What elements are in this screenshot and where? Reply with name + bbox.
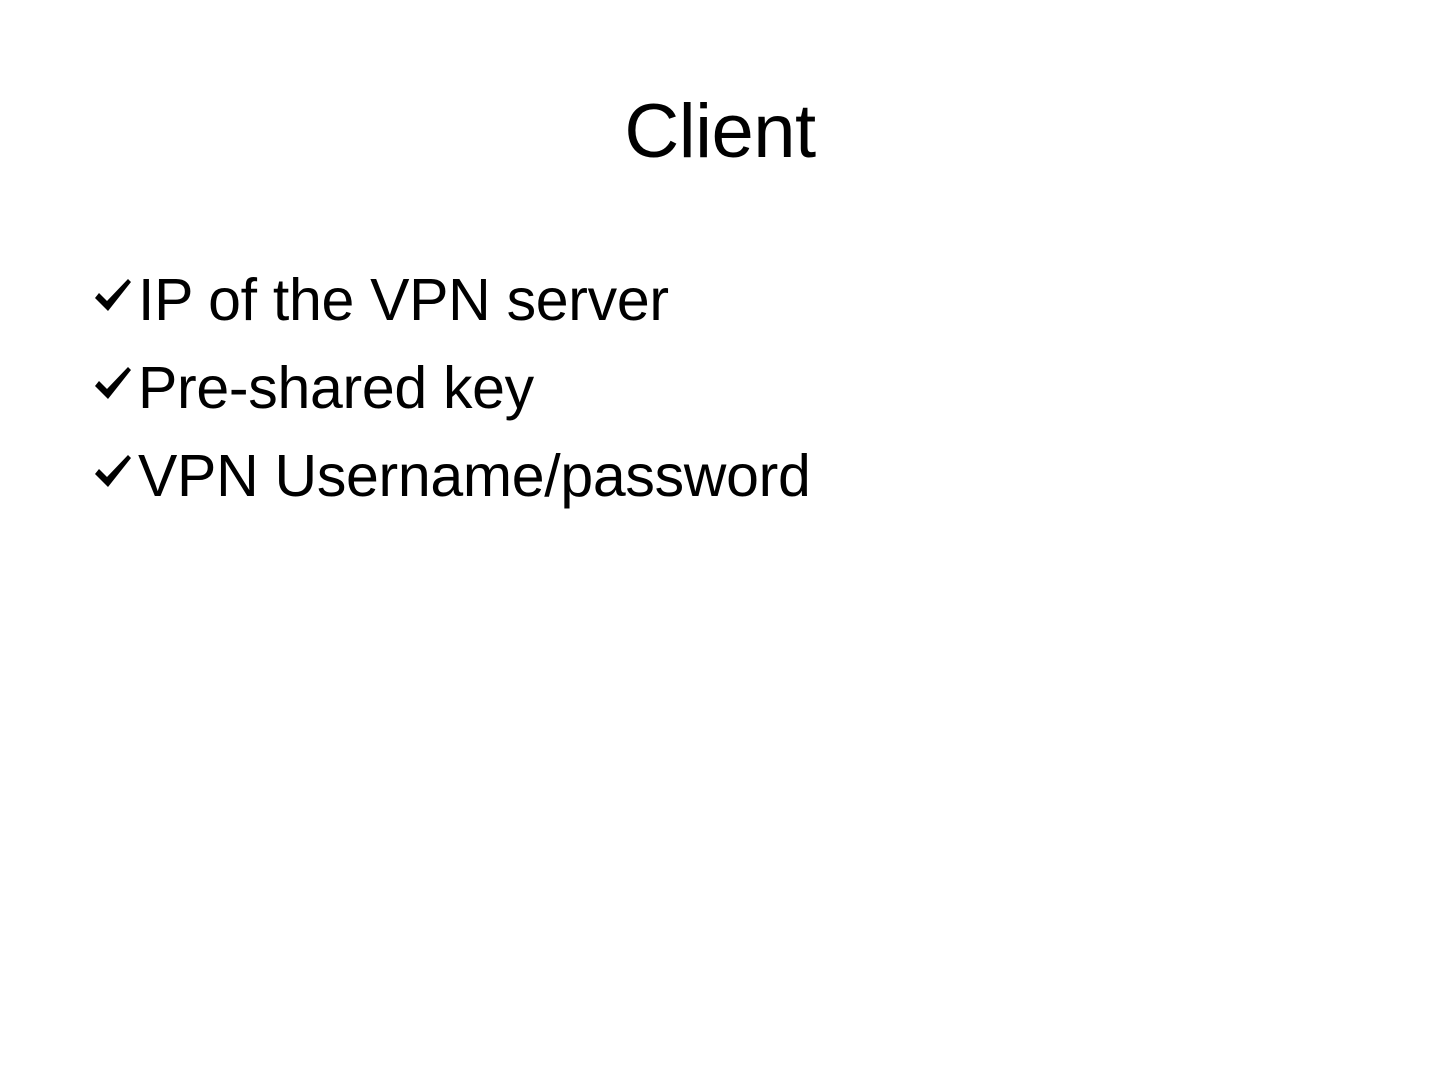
checkmark-icon (92, 256, 138, 318)
list-item[interactable]: VPN Username/password (92, 434, 1332, 522)
list-item-label: VPN Username/password (138, 443, 811, 509)
checkmark-icon (92, 432, 138, 494)
list-item-label: IP of the VPN server (138, 267, 669, 333)
list-item[interactable]: Pre-shared key (92, 346, 1332, 434)
bullet-list: IP of the VPN server Pre-shared key VPN … (92, 258, 1332, 522)
list-item[interactable]: IP of the VPN server (92, 258, 1332, 346)
list-item-label: Pre-shared key (138, 355, 534, 421)
page-title: Client (624, 89, 816, 174)
checkmark-icon (92, 344, 138, 406)
